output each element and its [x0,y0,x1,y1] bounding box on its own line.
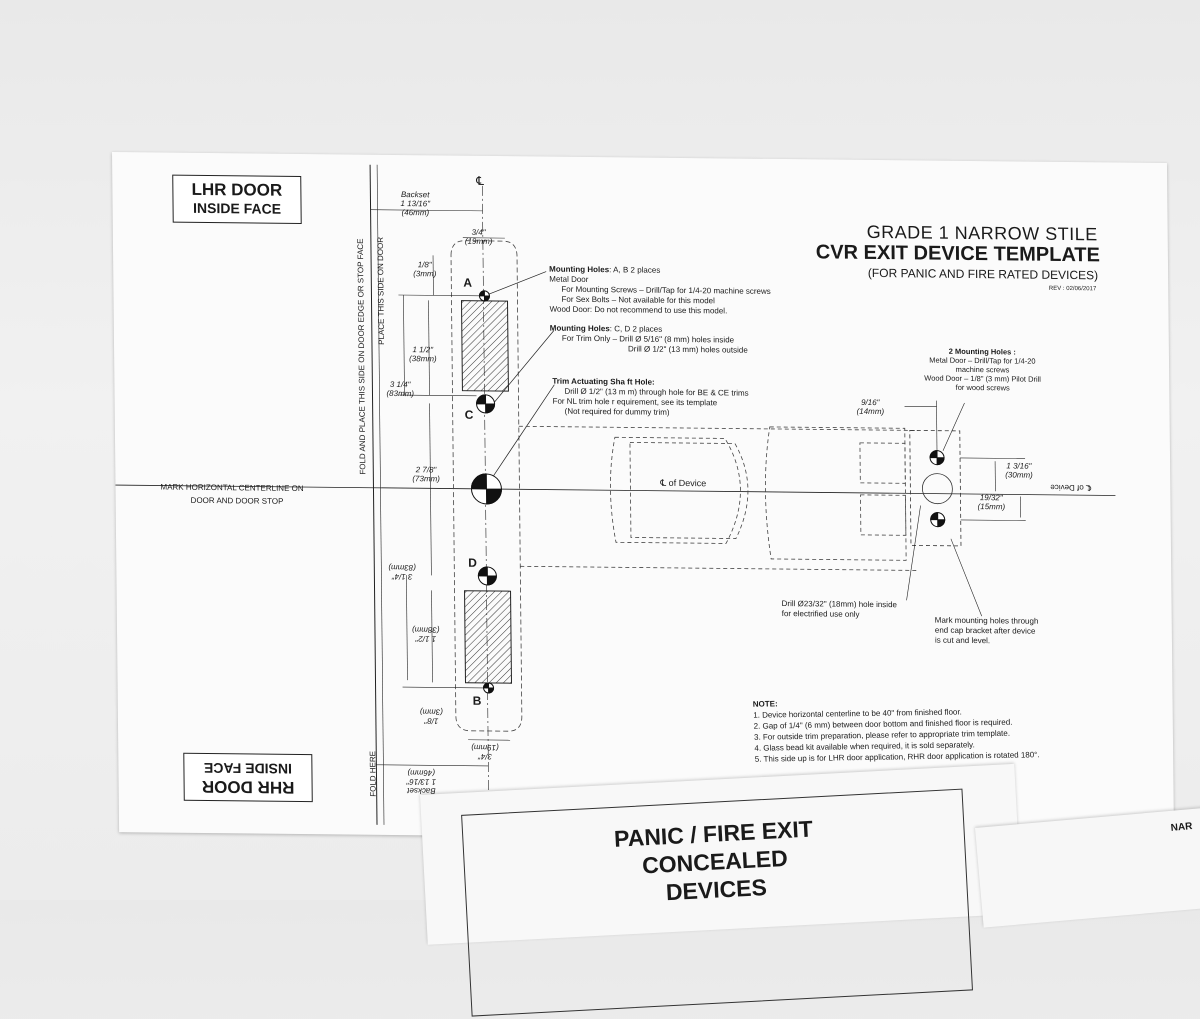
dim-2-7-8-in: 2 7/8" [412,465,440,474]
hole-label-a: A [463,276,472,290]
panic-exit-booklet: PANIC / FIRE EXIT CONCEALED DEVICES [420,764,1022,945]
mounting-cd-heading: Mounting Holes [550,324,610,334]
dim-1-8-in: 1/8" [413,260,436,269]
booklet-border: PANIC / FIRE EXIT CONCEALED DEVICES [461,789,973,1017]
drill-note-l2: for electrified use only [782,609,897,620]
mark-centerline-line2: DOOR AND DOOR STOP [191,496,284,507]
hole-label-d: D [468,556,477,570]
dim-1-1-2-flip-mm: (38mm) [412,625,440,634]
backset-flip-in: 1 13/16" [406,777,436,786]
dim-1-1-2-mm: (38mm) [409,354,437,363]
place-instruction: PLACE THIS SIDE ON DOOR [376,237,386,345]
dim-1-8-flip-mm: (3mm) [420,707,443,716]
mark-centerline-line1: MARK HORIZONTAL CENTERLINE ON [160,483,303,495]
trim-heading: Trim Actuating Sha ft Hole: [552,377,654,387]
notes-section: NOTE: 1. Device horizontal centerline to… [753,694,1040,764]
right-paper-text: NAR [1170,821,1193,834]
dim-3-1-4-flipped: 3 1/4" (83mm) [388,563,416,581]
mark-note-l3: is cut and level. [935,636,1039,647]
centerline-of-device-label: ℄ of Device [660,478,706,488]
backset-label: Backset [400,190,430,199]
mounting-holes-cd-note: Mounting Holes: C, D 2 places For Trim O… [550,324,748,356]
dim-3-1-4-flip-in: 3 1/4" [388,572,416,581]
dim-1-8: 1/8" (3mm) [413,260,436,278]
two-mounting-holes-note: 2 Mounting Holes : Metal Door – Drill/Ta… [924,347,1041,393]
dim-1-1-2: 1 1/2" (38mm) [409,345,437,363]
width-in: 3/4" [465,228,493,237]
backset-mm: (46mm) [401,208,431,217]
mounting2-l4: for wood screws [924,383,1041,393]
dim-3-1-4-mm: (83mm) [386,389,414,398]
mark-mounting-note: Mark mounting holes through end cap brac… [935,616,1039,647]
mounting-cd-heading-rest: : C, D 2 places [610,324,663,334]
width-flip-in: 3/4" [471,752,499,761]
dim-1-3-16-in: 1 3/16" [1005,461,1033,470]
notes-heading: NOTE: [753,699,778,708]
dim-2-7-8: 2 7/8" (73mm) [412,465,440,483]
dim-1-1-2-in: 1 1/2" [409,345,437,354]
dim-9-16: 9/16" (14mm) [856,398,884,416]
dim-19-32-in: 19/32" [977,493,1005,502]
width-dimension: 3/4" (19mm) [465,228,493,246]
dim-9-16-mm: (14mm) [857,407,885,416]
dim-19-32: 19/32" (15mm) [977,493,1005,511]
mounting-ab-heading-rest: : A, B 2 places [609,265,660,275]
centerline-symbol-top: ℄ [476,174,484,188]
hole-label-c: C [465,408,474,422]
dim-1-1-2-flip-in: 1 1/2" [412,634,440,643]
drill-electrified-note: Drill Ø23/32" (18mm) hole inside for ele… [782,599,898,620]
mounting-cd-l2: Drill Ø 1/2" (13 mm) holes outside [550,344,748,356]
template-sheet: LHR DOOR INSIDE FACE RHR DOOR INSIDE FAC… [112,152,1174,843]
backset-dimension: Backset 1 13/16" (46mm) [400,190,430,217]
backset-dimension-flipped: Backset 1 13/16" (46mm) [406,768,436,795]
centerline-of-device-flipped: ℄ of Device [1050,482,1091,492]
trim-l3: (Not required for dummy trim) [553,407,749,419]
hole-label-b: B [473,694,482,708]
dim-19-32-mm: (15mm) [978,502,1006,511]
dim-3-1-4: 3 1/4" (83mm) [386,380,414,398]
mounting-holes-ab-note: Mounting Holes: A, B 2 places Metal Door… [549,265,771,317]
dim-1-8-mm: (3mm) [413,269,436,278]
dim-1-8-flip-in: 1/8" [420,716,443,725]
dim-1-1-2-flipped: 1 1/2" (38mm) [412,625,440,643]
trim-shaft-hole-note: Trim Actuating Sha ft Hole: Drill Ø 1/2"… [552,377,749,419]
dim-3-1-4-in: 3 1/4" [386,380,414,389]
width-dimension-flipped: 3/4" (19mm) [471,743,499,761]
dim-1-3-16: 1 3/16" (30mm) [1005,461,1033,479]
backset-flip-mm: (46mm) [406,768,436,777]
width-mm: (19mm) [465,237,493,246]
dim-2-7-8-mm: (73mm) [412,474,440,483]
width-flip-mm: (19mm) [471,743,499,752]
backset-in: 1 13/16" [400,199,430,208]
dim-1-8-flipped: 1/8" (3mm) [420,707,443,725]
dim-3-1-4-flip-mm: (83mm) [388,563,416,572]
dim-9-16-in: 9/16" [856,398,884,407]
dim-1-3-16-mm: (30mm) [1005,470,1033,479]
mounting-ab-heading: Mounting Holes [549,265,609,275]
fold-here-label: FOLD HERE [368,751,377,797]
